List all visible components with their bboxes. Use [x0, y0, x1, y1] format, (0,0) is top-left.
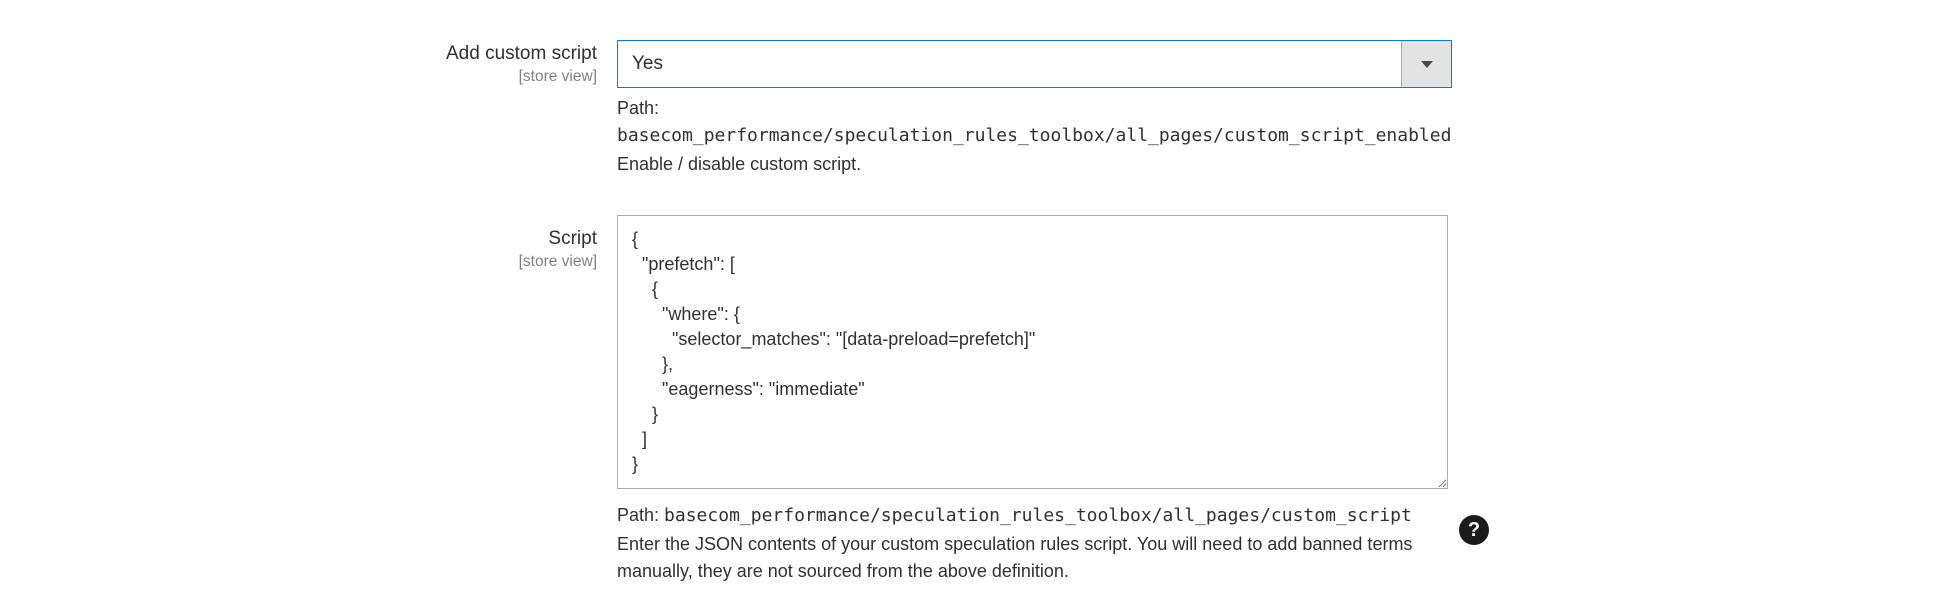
select-dropdown-button[interactable] [1401, 41, 1451, 87]
path-label: Path: [617, 505, 660, 525]
path-note: Path: basecom_performance/speculation_ru… [617, 502, 1477, 529]
store-config-section: Add custom script [store view] Yes Path:… [0, 40, 1947, 585]
script-label: Script [548, 228, 597, 249]
select-selected-value: Yes [632, 53, 663, 74]
field-row-add-custom-script: Add custom script [store view] Yes Path:… [0, 40, 1947, 178]
add-custom-script-label: Add custom script [446, 43, 597, 64]
label-column: Add custom script [store view] [0, 40, 597, 86]
field-comment: Enter the JSON contents of your custom s… [617, 534, 1413, 581]
help-icon[interactable]: ? [1459, 515, 1489, 545]
config-path: basecom_performance/speculation_rules_to… [664, 505, 1412, 526]
scope-label: [store view] [518, 68, 597, 85]
config-path: basecom_performance/speculation_rules_to… [617, 125, 1452, 146]
scope-label: [store view] [518, 253, 597, 270]
field-row-script: Script [store view] { "prefetch": [ { "w… [0, 215, 1947, 585]
label-column: Script [store view] [0, 215, 597, 271]
field-comment: Enable / disable custom script. [617, 154, 862, 174]
path-label: Path: [617, 98, 660, 118]
value-column: { "prefetch": [ { "where": { "selector_m… [617, 215, 1489, 585]
value-column: Yes Path: basecom_performance/speculatio… [617, 40, 1477, 178]
question-mark-glyph: ? [1467, 519, 1481, 541]
add-custom-script-select[interactable]: Yes [617, 40, 1452, 88]
script-textarea[interactable]: { "prefetch": [ { "where": { "selector_m… [617, 215, 1448, 489]
chevron-down-icon [1420, 60, 1433, 68]
path-note: Path: basecom_performance/speculation_ru… [617, 95, 1477, 149]
